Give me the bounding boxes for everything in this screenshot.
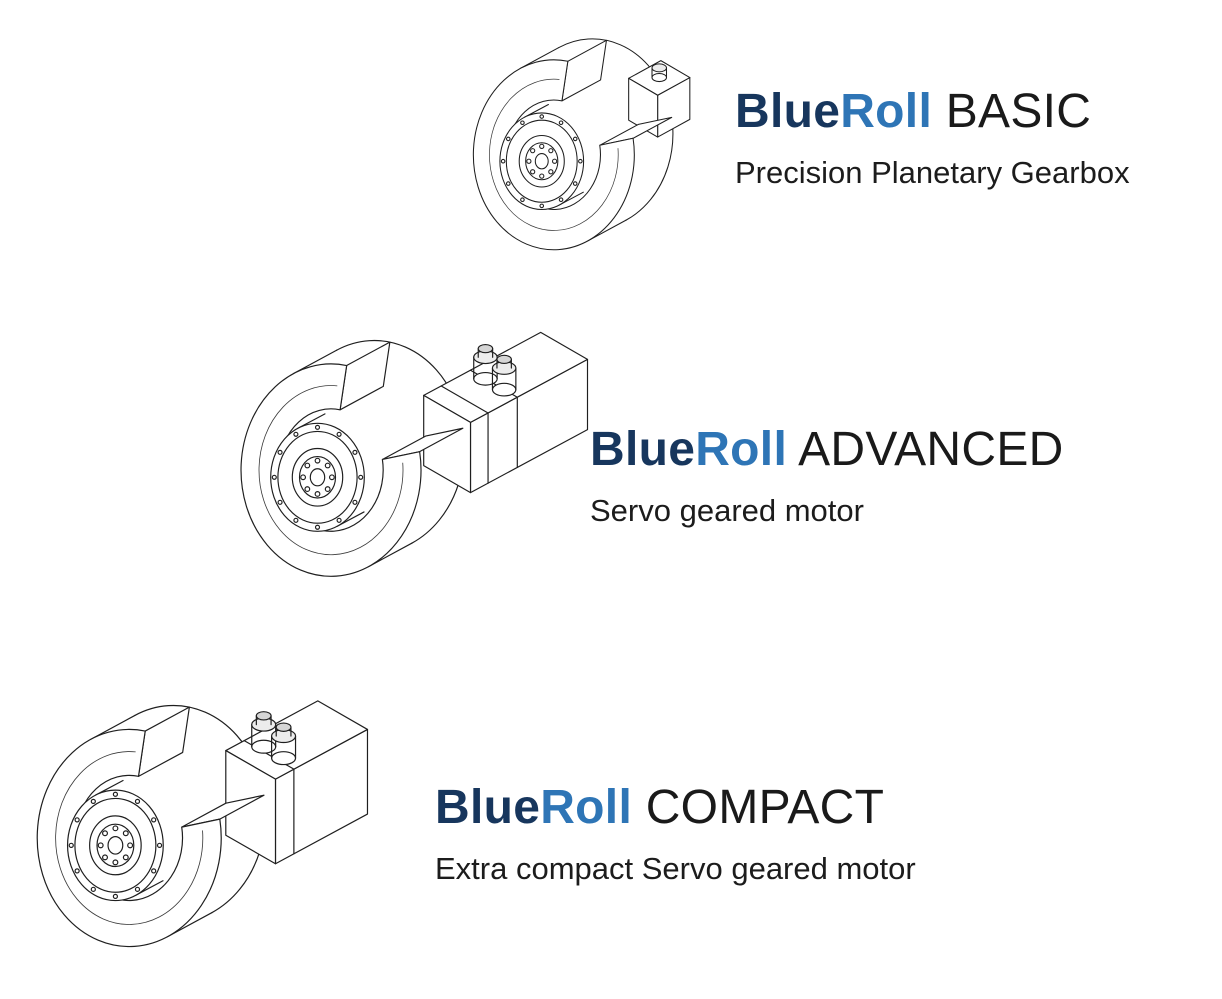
product-label-advanced: BlueRoll ADVANCED Servo geared motor — [590, 423, 1064, 529]
compact-drawing — [36, 700, 369, 948]
advanced-drawing — [240, 331, 589, 577]
brand-word-secondary: Roll — [840, 85, 933, 138]
motor-connector-1 — [251, 711, 277, 754]
product-label-compact: BlueRoll COMPACT Extra compact Servo gea… — [435, 781, 916, 887]
product-tier-advanced: ADVANCED — [798, 423, 1064, 476]
brand-word-secondary: Roll — [695, 423, 788, 476]
brand-word-secondary: Roll — [540, 781, 633, 834]
product-subtitle-compact: Extra compact Servo geared motor — [435, 850, 916, 886]
product-subtitle-advanced: Servo geared motor — [590, 492, 864, 528]
illustration-compact — [28, 658, 396, 983]
motor-connector-2 — [491, 354, 517, 397]
basic-drawing — [472, 38, 691, 251]
illustration-advanced — [232, 292, 610, 614]
compact-servo-motor-body — [225, 700, 369, 865]
brand-word-primary: Blue — [735, 85, 841, 138]
product-tier-basic: BASIC — [945, 85, 1092, 138]
product-label-basic: BlueRoll BASIC Precision Planetary Gearb… — [735, 85, 1130, 191]
motor-connector-1 — [473, 343, 498, 386]
brand-word-primary: Blue — [590, 423, 696, 476]
motor-connector-2 — [271, 722, 297, 766]
servo-motor-body — [423, 331, 589, 494]
product-title-advanced: BlueRoll ADVANCED — [590, 423, 1064, 477]
product-tier-compact: COMPACT — [645, 781, 885, 834]
illustration-basic — [455, 22, 713, 257]
product-title-compact: BlueRoll COMPACT — [435, 781, 916, 835]
brand-word-primary: Blue — [435, 781, 541, 834]
product-subtitle-basic: Precision Planetary Gearbox — [735, 154, 1130, 190]
product-title-basic: BlueRoll BASIC — [735, 85, 1130, 139]
